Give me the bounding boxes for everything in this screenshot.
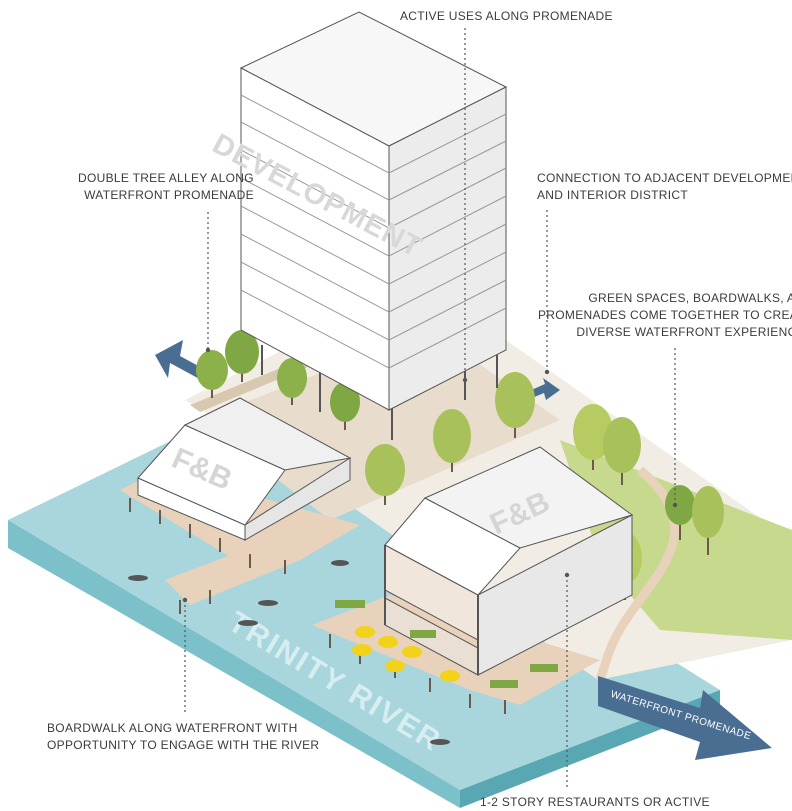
callout-line: 1-2 STORY RESTAURANTS OR ACTIVE	[480, 795, 710, 809]
planters	[335, 600, 558, 688]
callout-line: ACTIVE USES ALONG PROMENADE	[400, 9, 613, 23]
kayak	[128, 575, 148, 581]
tree	[495, 372, 535, 438]
callout-line: BOARDWALK ALONG WATERFRONT WITH	[47, 721, 298, 735]
river-front-face	[8, 520, 460, 808]
planter	[410, 630, 436, 638]
boats	[128, 560, 450, 745]
pavilion-right: F&B	[384, 446, 634, 676]
callout-restaurants: 1-2 STORY RESTAURANTS OR ACTIVE	[480, 794, 710, 811]
tree	[665, 485, 695, 540]
tree	[365, 444, 405, 505]
tower-east-face	[388, 86, 507, 411]
planter	[335, 600, 365, 608]
tree	[330, 382, 360, 430]
umbrella	[378, 636, 398, 648]
callout-line: DIVERSE WATERFRONT EXPERIENCES	[576, 325, 792, 339]
leader-lines	[184, 28, 676, 790]
kayak	[258, 600, 278, 606]
callout-active-uses: ACTIVE USES ALONG PROMENADE	[400, 8, 613, 25]
callout-double-tree-alley: DOUBLE TREE ALLEY ALONG WATERFRONT PROME…	[78, 170, 254, 204]
umbrella	[355, 626, 375, 638]
callout-line: CONNECTION TO ADJACENT DEVELOPMENT	[537, 171, 792, 185]
umbrellas	[352, 626, 460, 682]
pavilion-right-roof-back	[423, 446, 634, 549]
umbrella	[352, 644, 372, 656]
promenade-paving	[200, 330, 560, 520]
pavilion-left: F&B	[137, 397, 352, 541]
callout-line: GREEN SPACES, BOARDWALKS, AND	[588, 291, 792, 305]
leader-dots	[182, 347, 678, 603]
tree	[225, 330, 259, 382]
callout-line: DOUBLE TREE ALLEY ALONG	[78, 171, 254, 185]
callout-boardwalk: BOARDWALK ALONG WATERFRONT WITH OPPORTUN…	[47, 720, 319, 754]
pavilion-left-side-wall	[244, 457, 351, 541]
umbrella	[402, 646, 422, 658]
callout-line: AND INTERIOR DISTRICT	[537, 188, 688, 202]
tree	[573, 404, 613, 470]
tree	[433, 409, 471, 472]
tree	[603, 417, 641, 485]
tree	[277, 358, 307, 405]
callout-green-spaces: GREEN SPACES, BOARDWALKS, AND PROMENADES…	[538, 290, 792, 341]
tree	[196, 350, 228, 398]
kayak	[331, 560, 349, 566]
pavilion-left-roof-back	[183, 397, 352, 471]
kayak	[430, 739, 450, 745]
umbrella	[440, 670, 460, 682]
umbrella	[385, 660, 405, 672]
tower-floor-lines	[240, 94, 507, 369]
callout-line: OPPORTUNITY TO ENGAGE WITH THE RIVER	[47, 738, 320, 752]
callout-line: WATERFRONT PROMENADE	[84, 188, 254, 202]
callout-connection: CONNECTION TO ADJACENT DEVELOPMENT AND I…	[537, 170, 792, 204]
planter	[530, 664, 558, 672]
arrow-promenade	[598, 676, 772, 760]
development-tower: DEVELOPMENT	[207, 11, 508, 440]
boardwalk-pier	[165, 540, 300, 605]
planter	[490, 680, 518, 688]
kayak	[238, 620, 258, 626]
callout-line: PROMENADES COME TOGETHER TO CREATE	[538, 308, 792, 322]
tree	[692, 486, 724, 555]
pavilion-right-frame	[384, 545, 479, 675]
